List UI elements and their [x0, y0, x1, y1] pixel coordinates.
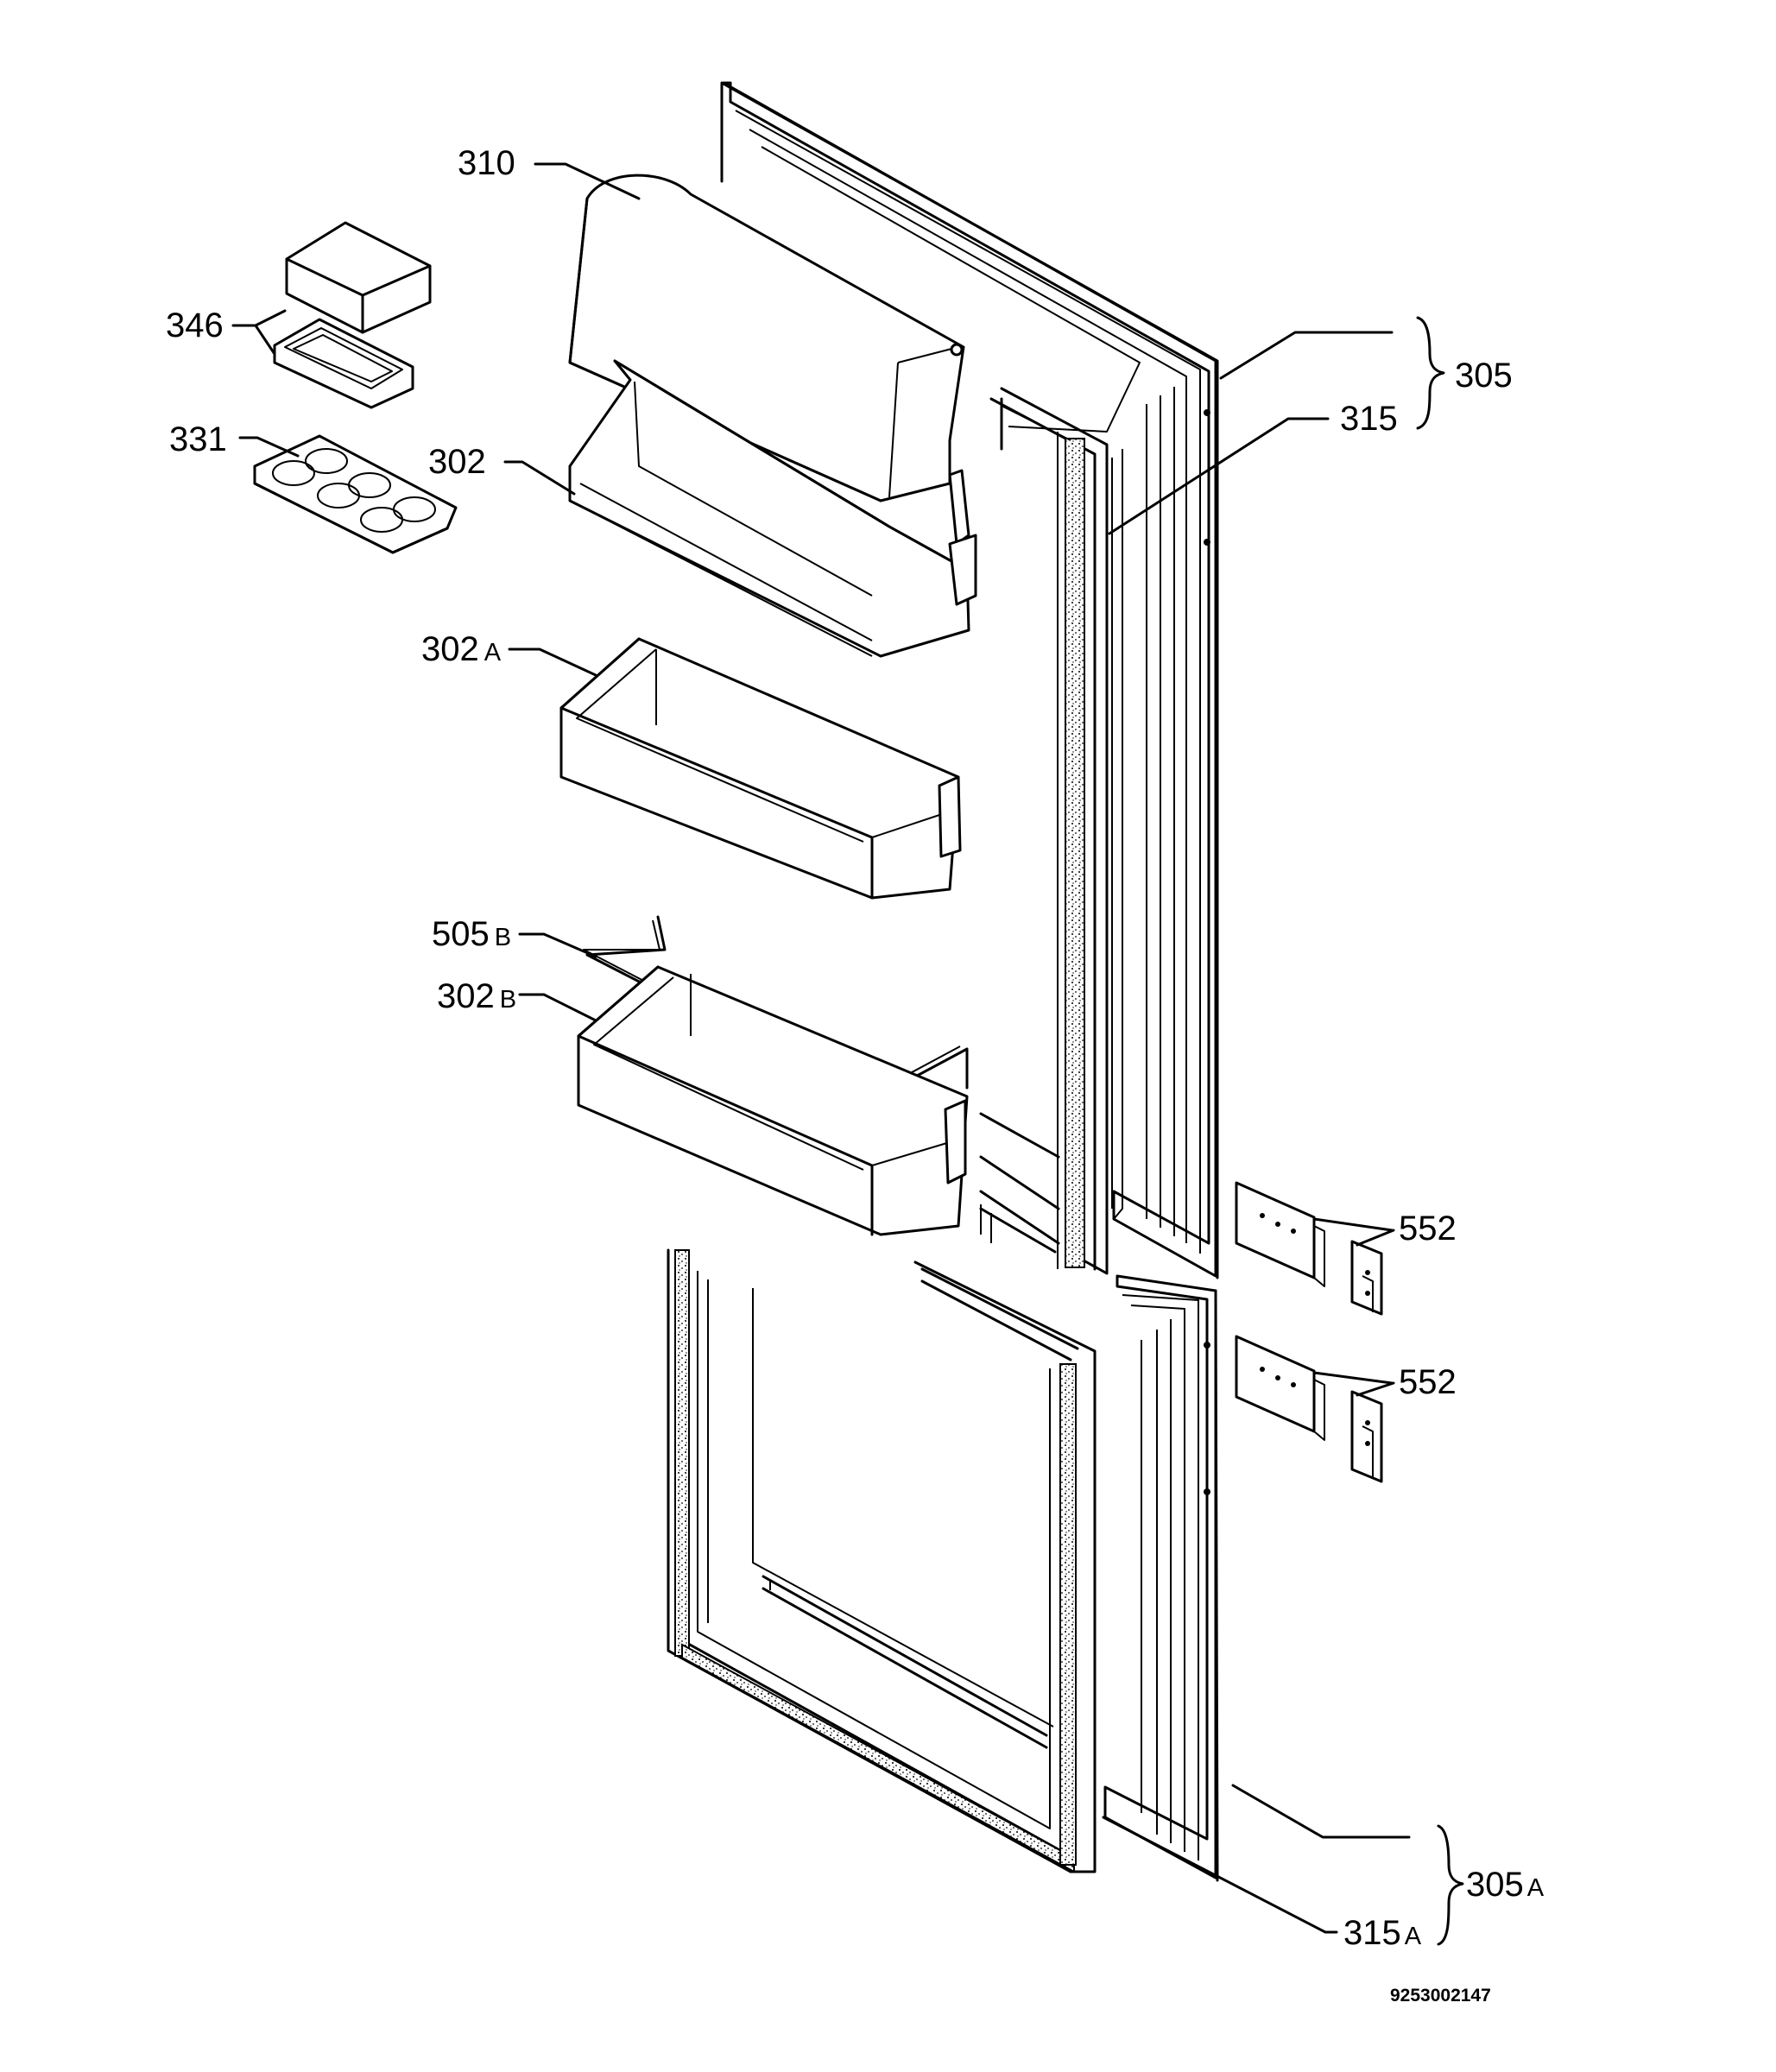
- label-305: 305: [1455, 357, 1513, 395]
- leader-lines: [231, 162, 1464, 1946]
- label-310: 310: [458, 144, 515, 182]
- label-331: 331: [169, 420, 227, 458]
- label-552-upper: 552: [1399, 1210, 1457, 1248]
- dairy-shelf-302: [568, 359, 977, 658]
- butter-box-346: [273, 221, 432, 409]
- label-552-lower: 552: [1399, 1363, 1457, 1401]
- egg-tray-331: [253, 434, 458, 554]
- upper-door-panel: [720, 81, 1219, 1279]
- shelf-lid-310: [568, 174, 965, 502]
- document-number: 9253002147: [1390, 1986, 1491, 2006]
- hinge-plates-552-upper: [1235, 1181, 1383, 1316]
- upper-door-gasket: [979, 387, 1109, 1275]
- hinge-plates-552-lower: [1235, 1335, 1383, 1483]
- bottle-shelf-302b: [577, 965, 969, 1236]
- label-302: 302: [428, 443, 486, 481]
- label-346: 346: [166, 306, 224, 344]
- door-shelf-302a: [559, 637, 962, 900]
- lower-door-panel: [1103, 1274, 1219, 1882]
- label-315: 315: [1340, 400, 1398, 438]
- lower-door-gasket: [667, 1248, 1097, 1873]
